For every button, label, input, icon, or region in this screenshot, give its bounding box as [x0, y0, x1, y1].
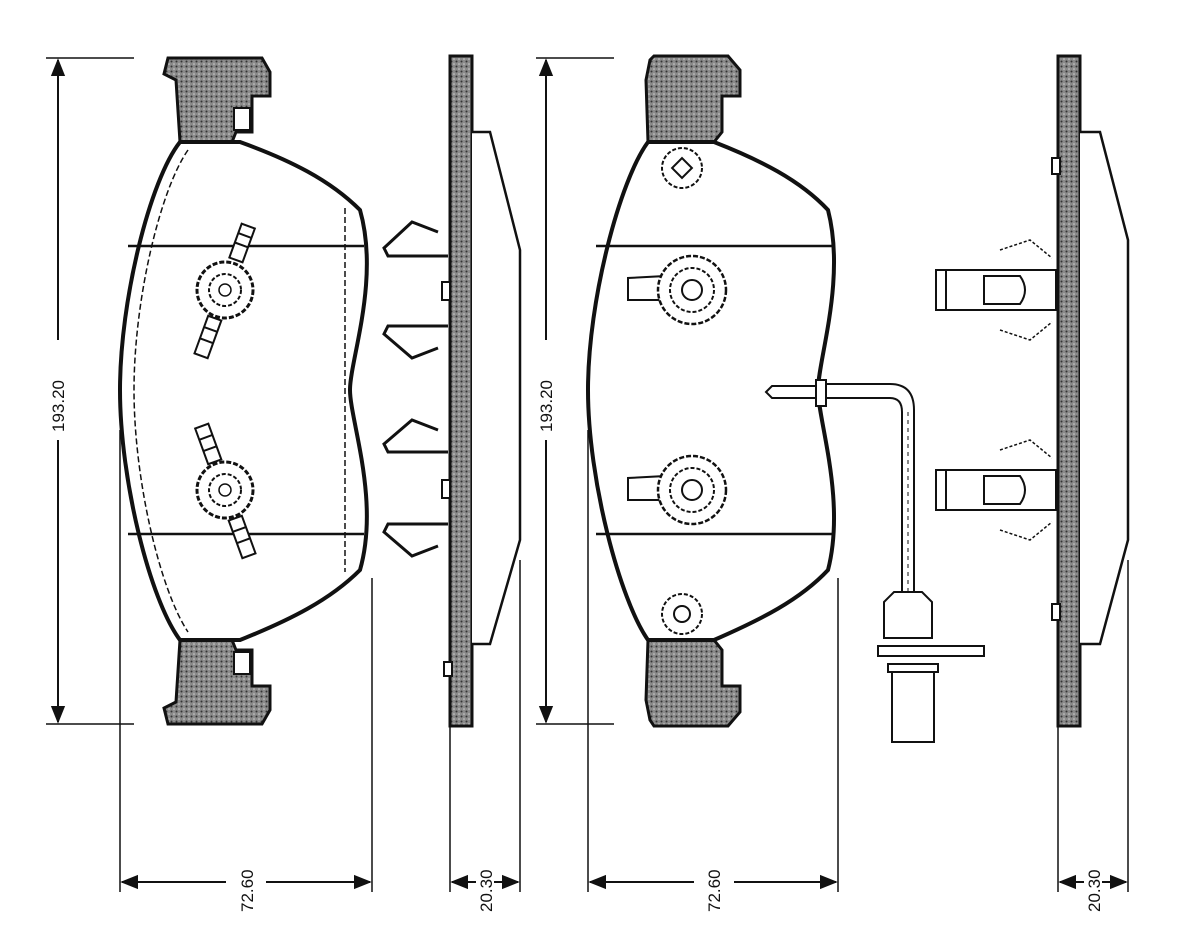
dimension-right-height: 193.20 [536, 57, 614, 725]
wear-sensor [764, 379, 985, 743]
retaining-clip-1 [935, 239, 1057, 341]
left-width-label: 72.60 [238, 869, 257, 912]
retaining-clip-2 [935, 439, 1057, 541]
dimension-left-height: 193.20 [46, 57, 134, 725]
pad-left-side-view [382, 54, 522, 728]
dimension-right-thickness: 20.30 [1057, 560, 1129, 912]
locator-hole-bottom [661, 593, 703, 635]
dimension-right-width: 72.60 [587, 430, 839, 912]
spring-clip-1 [382, 220, 451, 360]
left-height-label: 193.20 [49, 380, 68, 432]
right-thickness-label: 20.30 [1085, 869, 1104, 912]
pad-right-front-view [585, 54, 836, 728]
spring-clip-2 [382, 418, 451, 558]
pad-right-pin-top [627, 254, 728, 326]
right-height-label: 193.20 [537, 380, 556, 432]
pad-right-side-view [935, 54, 1130, 728]
dimension-left-thickness: 20.30 [449, 560, 521, 912]
left-thickness-label: 20.30 [477, 869, 496, 912]
pad-left-pin-bottom [193, 422, 257, 560]
right-width-label: 72.60 [705, 869, 724, 912]
pad-left-pin-top [193, 222, 257, 360]
pad-right-pin-bottom [627, 454, 728, 526]
locator-hole-top [661, 147, 703, 189]
pad-left-front-view [117, 56, 369, 726]
dimension-left-width: 72.60 [119, 430, 373, 912]
